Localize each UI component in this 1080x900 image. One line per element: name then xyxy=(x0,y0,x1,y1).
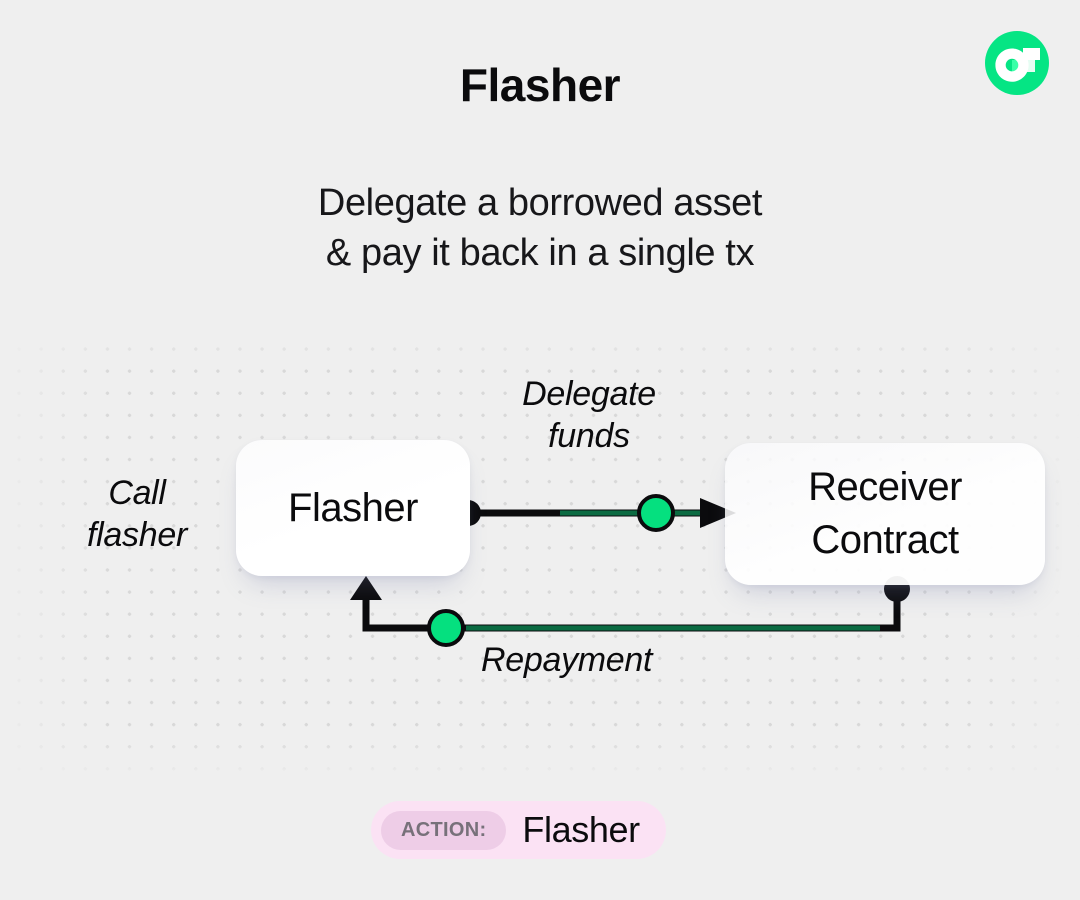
edge-label-call-flasher: Call flasher xyxy=(44,472,230,556)
edge-label-delegate-funds: Delegate funds xyxy=(469,373,709,457)
action-badge-value: Flasher xyxy=(522,809,640,850)
edge-label-call-line-1: Call xyxy=(108,474,166,512)
edge-label-delegate-line-1: Delegate xyxy=(522,375,656,413)
action-badge: ACTION: Flasher xyxy=(371,801,666,859)
node-receiver-label: Receiver Contract xyxy=(808,461,962,567)
node-flasher[interactable]: Flasher xyxy=(236,440,470,576)
node-flasher-label: Flasher xyxy=(288,486,418,530)
node-receiver-label-line-2: Contract xyxy=(811,518,959,562)
page-title: Flasher xyxy=(459,59,621,111)
node-receiver-contract[interactable]: Receiver Contract xyxy=(725,443,1045,585)
subtitle-line-2: & pay it back in a single tx xyxy=(325,232,755,274)
page-subtitle: Delegate a borrowed asset & pay it back … xyxy=(0,178,1080,278)
node-receiver-label-line-1: Receiver xyxy=(808,465,962,509)
flashstake-logo-icon xyxy=(985,31,1049,95)
subtitle-line-1: Delegate a borrowed asset xyxy=(317,182,763,224)
edge-label-repayment: Repayment xyxy=(481,641,653,679)
action-badge-chip: ACTION: xyxy=(381,810,507,850)
edge-label-call-line-2: flasher xyxy=(87,516,187,554)
edge-label-delegate-line-2: funds xyxy=(548,417,630,455)
